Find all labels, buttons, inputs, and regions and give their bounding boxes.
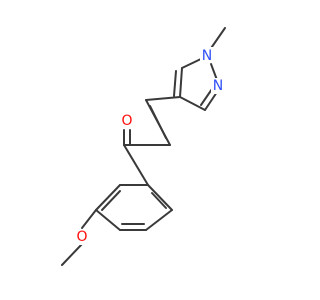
bond-ar-methoxy-o <box>81 209 97 229</box>
bond-ar-inner-3 <box>101 190 121 211</box>
bond-carbonyl-aryl <box>123 144 149 186</box>
oxygen-label: O <box>76 229 87 245</box>
atom-pyrazole-n1: N <box>200 47 214 64</box>
bond-n2-n1 <box>210 63 218 81</box>
bond-c4-c3 <box>179 96 206 111</box>
molecule-structure: O O N N <box>0 0 300 300</box>
nitrogen-label: N <box>213 78 223 94</box>
bond-c4-vinyl <box>145 96 181 101</box>
oxygen-label: O <box>121 113 132 129</box>
bond-ar-c4-c5 <box>95 209 121 231</box>
bond-methoxy-ch3 <box>61 243 83 266</box>
bond-ar-c1-c2 <box>147 184 173 211</box>
atom-pyrazole-n2: N <box>211 78 225 94</box>
atom-carbonyl-oxygen: O <box>120 113 134 129</box>
bond-n1-c5 <box>181 57 204 69</box>
bond-c3-n2-double <box>200 88 213 106</box>
bond-ar-c5-c6 <box>95 184 121 211</box>
bond-c5-c4 <box>179 67 183 98</box>
atom-methoxy-oxygen: O <box>75 229 89 245</box>
bond-vinyl-double-inner <box>149 105 167 139</box>
bond-c5-c4-double <box>173 70 177 97</box>
nitrogen-label: N <box>202 48 212 64</box>
bond-ar-c2-c3 <box>145 209 173 231</box>
bond-ar-inner-1 <box>151 192 167 209</box>
bond-c3-n2 <box>204 91 218 111</box>
canvas-background <box>0 0 300 300</box>
